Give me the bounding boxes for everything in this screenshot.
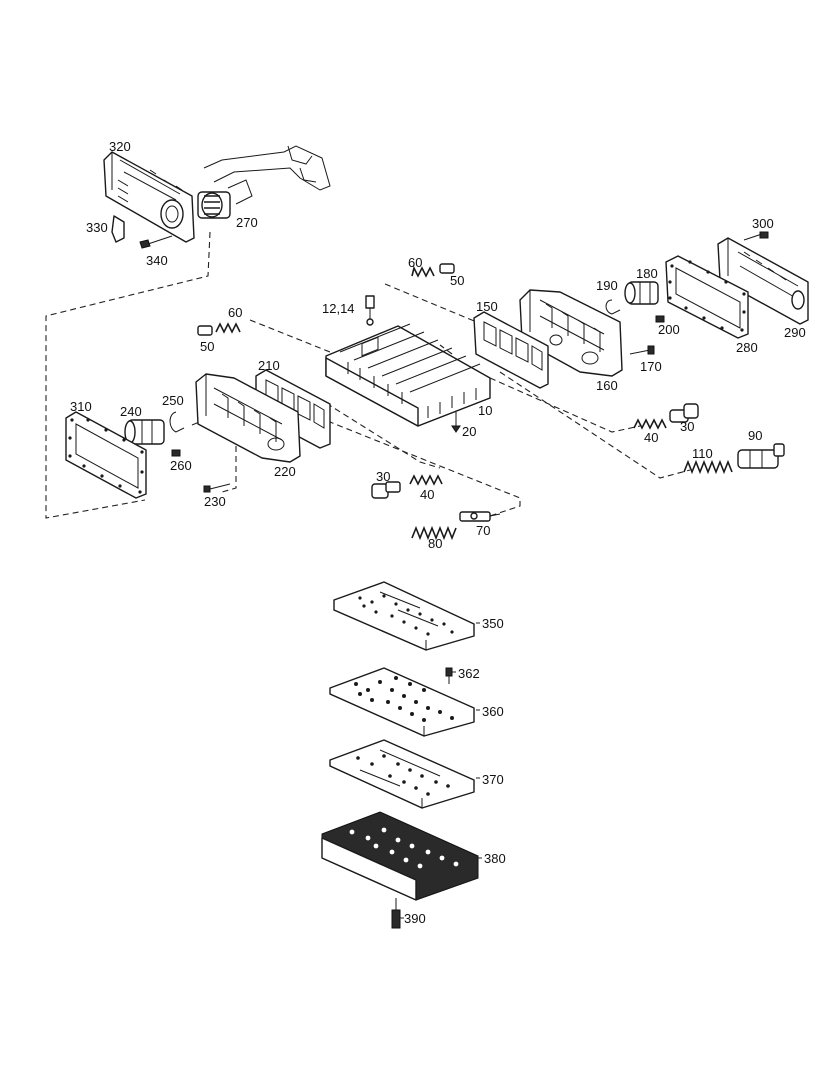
label-70: 70 (476, 523, 490, 538)
plug-30-b (371, 481, 401, 499)
label-20: 20 (462, 424, 476, 439)
label-210: 210 (258, 358, 280, 373)
spring-110 (683, 459, 733, 475)
label-330: 330 (86, 220, 108, 235)
label-60-b: 60 (228, 305, 242, 320)
screw-340 (139, 235, 173, 249)
screw-390 (391, 898, 401, 929)
screw-230 (203, 483, 231, 493)
label-220: 220 (274, 464, 296, 479)
label-390: 390 (404, 911, 426, 926)
valve-body-220 (195, 373, 301, 463)
label-40-b: 40 (420, 487, 434, 502)
cover-320 (103, 151, 195, 243)
label-370: 370 (482, 772, 504, 787)
label-310: 310 (70, 399, 92, 414)
label-200: 200 (658, 322, 680, 337)
label-50-b: 50 (200, 339, 214, 354)
label-80: 80 (428, 536, 442, 551)
spring-60-a (411, 265, 435, 278)
leader-lines (400, 622, 482, 919)
label-180: 180 (636, 266, 658, 281)
arrow-20 (451, 412, 461, 433)
label-90: 90 (748, 428, 762, 443)
label-240: 240 (120, 404, 142, 419)
label-30-a: 30 (680, 419, 694, 434)
label-260: 260 (170, 458, 192, 473)
label-362: 362 (458, 666, 480, 681)
valve-70 (459, 511, 501, 522)
label-30-b: 30 (376, 469, 390, 484)
clip-330 (111, 215, 125, 243)
gasket-150 (473, 311, 549, 389)
valve-housing-10 (325, 323, 491, 427)
screw-200 (655, 315, 665, 323)
gasket-310 (65, 411, 147, 499)
solenoid-180 (624, 281, 659, 305)
label-60-a: 60 (408, 255, 422, 270)
plate-370 (329, 739, 475, 809)
plug-30-a (669, 403, 699, 423)
valve-body-380 (321, 811, 479, 901)
label-170: 170 (640, 359, 662, 374)
label-270: 270 (236, 215, 258, 230)
spring-40-b (409, 474, 443, 486)
label-230: 230 (204, 494, 226, 509)
label-250: 250 (162, 393, 184, 408)
label-300: 300 (752, 216, 774, 231)
clip-250 (169, 411, 185, 433)
label-150: 150 (476, 299, 498, 314)
plug-50-a (439, 263, 455, 274)
label-290: 290 (784, 325, 806, 340)
clip-190 (605, 299, 621, 315)
harness-270 (197, 145, 331, 219)
valve-90 (737, 443, 785, 469)
spring-60-b (215, 322, 241, 334)
part-labels: 320 270 330 340 300 180 190 290 200 280 … (70, 139, 806, 926)
plate-350 (333, 581, 475, 651)
plate-360 (329, 667, 475, 737)
label-160: 160 (596, 378, 618, 393)
label-360: 360 (482, 704, 504, 719)
label-280: 280 (736, 340, 758, 355)
screw-260 (171, 449, 181, 457)
spring-80 (411, 525, 457, 541)
label-40-a: 40 (644, 430, 658, 445)
label-320: 320 (109, 139, 131, 154)
plug-50-b (197, 325, 213, 336)
label-340: 340 (146, 253, 168, 268)
plug-12-14 (365, 295, 375, 326)
label-10: 10 (478, 403, 492, 418)
spring-40-a (633, 418, 667, 430)
label-110: 110 (692, 446, 713, 461)
screw-170 (629, 345, 655, 355)
label-12-14: 12,14 (322, 301, 355, 316)
gasket-280 (665, 255, 749, 339)
solenoid-240 (124, 419, 165, 445)
screw-362 (445, 667, 453, 684)
label-350: 350 (482, 616, 504, 631)
label-380: 380 (484, 851, 506, 866)
screw-300 (743, 231, 769, 241)
label-50-a: 50 (450, 273, 464, 288)
label-190: 190 (596, 278, 618, 293)
